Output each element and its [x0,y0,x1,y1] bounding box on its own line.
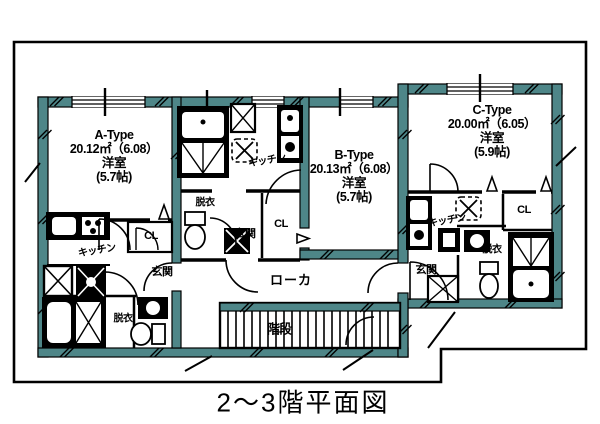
dressing-label-b: 脱衣 [195,197,216,209]
interior-walls [47,189,552,348]
unit-c-room-type: 洋室 [479,131,505,145]
unit-a-size: (5.7帖) [96,170,132,184]
dressing-label-c: 脱衣 [482,244,503,256]
unit-a-fixtures [42,212,174,348]
unit-b-room-type: 洋室 [341,176,367,190]
entrance-label-a: 玄関 [151,265,174,278]
closet-label-c: CL [517,203,531,216]
staircase [218,301,402,350]
staircase-label: 階段 [266,321,292,337]
unit-a-name: A-Type [94,128,134,142]
unit-c-area: 20.00㎡（6.05） [447,117,537,131]
entrance-label-b: 玄関 [234,227,257,240]
entrance-label-c: 玄関 [415,263,438,276]
unit-b-fixtures [177,102,303,254]
hallway-label: ローカ [269,272,313,288]
unit-c-label: C-Type 20.00㎡（6.05） 洋室 (5.9帖) [447,103,537,159]
unit-b-size: (5.7帖) [336,190,372,204]
unit-a-area: 20.12㎡（6.08） [69,142,159,156]
closet-label-b: CL [274,217,288,230]
unit-b-area: 20.13㎡（6.08） [309,162,399,176]
exterior-marks [24,146,577,372]
outer-border [12,40,588,384]
unit-b-name: B-Type [334,148,374,162]
unit-b-label: B-Type 20.13㎡（6.08） 洋室 (5.7帖) [309,148,399,204]
closet-label-a: CL [144,229,158,242]
dimension-ticks [103,74,482,116]
opening-markers [157,174,553,245]
plan-caption: 2〜3階平面図 [216,387,390,418]
unit-a-label: A-Type 20.12㎡（6.08） 洋室 (5.7帖) [69,128,159,184]
unit-c-name: C-Type [472,103,512,117]
unit-c-fixtures [406,196,554,304]
dressing-label-a: 脱衣 [113,313,134,325]
door-swings [98,163,459,346]
unit-c-size: (5.9帖) [474,145,510,159]
unit-a-room-type: 洋室 [101,156,127,170]
